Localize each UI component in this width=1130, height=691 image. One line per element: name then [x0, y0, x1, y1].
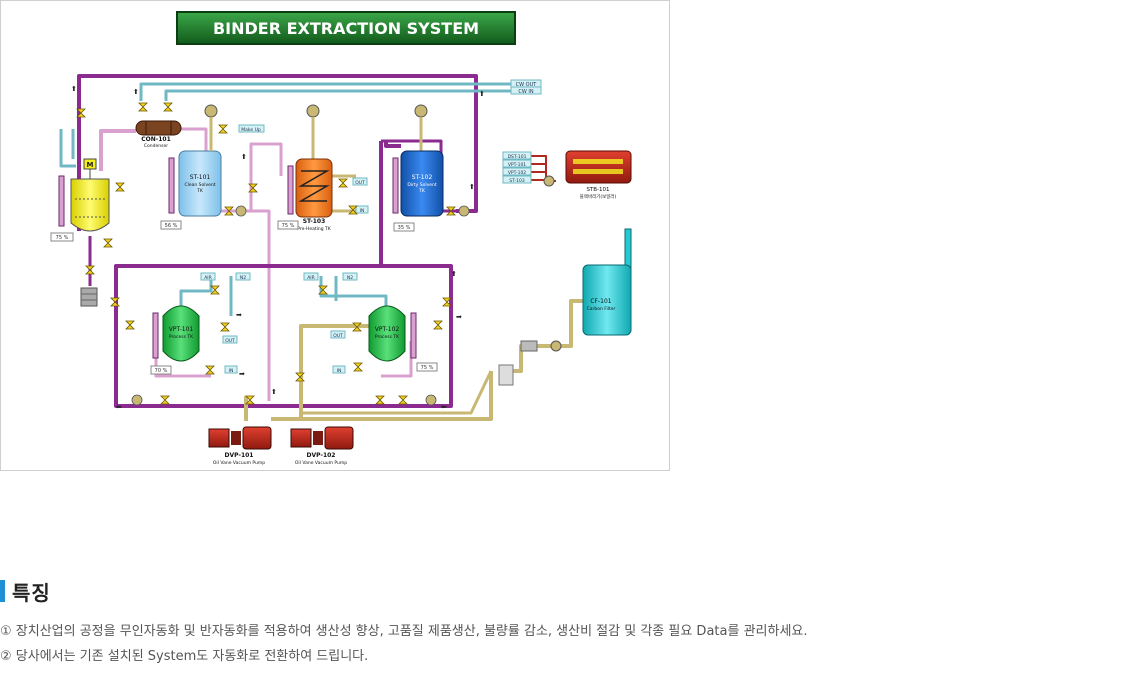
- svg-text:DVP-102: DVP-102: [307, 452, 336, 459]
- svg-text:OUT: OUT: [355, 180, 365, 186]
- svg-text:AIR: AIR: [204, 275, 212, 281]
- tank-vpt101: AIR N2 VPT-101 Process TK 70 % OUT IN: [150, 272, 251, 375]
- svg-text:Dirty Solvent: Dirty Solvent: [407, 182, 437, 188]
- svg-text:DST-101: DST-101: [508, 154, 527, 160]
- svg-text:⬅: ⬅: [116, 403, 122, 411]
- tank-st102: ST-102 Dirty Solvent TK 35 %: [392, 104, 444, 232]
- svg-text:⬅: ⬅: [441, 403, 447, 411]
- svg-text:CW IN: CW IN: [518, 89, 533, 95]
- svg-text:Clean Solvent: Clean Solvent: [184, 182, 215, 188]
- svg-text:CON-101: CON-101: [141, 136, 171, 143]
- svg-text:OUT: OUT: [225, 338, 235, 344]
- flow-arrows: ⬆ ⬆ ⬆ ⬆ ⬆ ⬆ ➡ ➡ ⬅ ⬆ ⬅ ➡: [71, 85, 485, 411]
- reactor-tank: M 75 %: [50, 158, 110, 307]
- svg-text:IN: IN: [337, 368, 342, 374]
- svg-text:ST-102: ST-102: [412, 174, 433, 181]
- svg-text:Oil Vane Vacuum Pump: Oil Vane Vacuum Pump: [295, 460, 347, 466]
- svg-text:Make Up: Make Up: [241, 127, 261, 133]
- boiler-stb101: DST-101 VPT-101 VPT-102 ST-103 STB-101 블…: [502, 150, 632, 200]
- tank-st103: ST-103 Pre-Heating TK 75 % OUT IN: [277, 104, 369, 232]
- svg-text:ST-103: ST-103: [303, 218, 326, 225]
- svg-text:Process TK: Process TK: [169, 334, 194, 340]
- svg-text:⬆: ⬆: [241, 153, 247, 161]
- svg-text:⬆: ⬆: [451, 270, 457, 278]
- svg-text:Process TK: Process TK: [375, 334, 400, 340]
- carbon-filter-cf101: CF-101 Carbon Filter: [498, 228, 632, 386]
- svg-text:➡: ➡: [239, 370, 245, 378]
- svg-text:N2: N2: [347, 275, 353, 281]
- svg-text:➡: ➡: [236, 311, 242, 319]
- svg-text:CF-101: CF-101: [590, 298, 611, 305]
- svg-text:IN: IN: [229, 368, 234, 374]
- svg-text:⬆: ⬆: [479, 90, 485, 98]
- svg-text:ST-101: ST-101: [190, 174, 211, 181]
- svg-text:Carbon Filter: Carbon Filter: [587, 306, 616, 312]
- svg-text:CW OUT: CW OUT: [516, 82, 538, 88]
- svg-text:➡: ➡: [456, 313, 462, 321]
- svg-text:75 %: 75 %: [421, 365, 434, 371]
- condenser-con101: CON-101 Condenser: [135, 120, 182, 149]
- svg-text:35 %: 35 %: [398, 225, 411, 231]
- feature-description-1: ① 장치산업의 공정을 무인자동화 및 반자동화를 적용하여 생산성 향상, 고…: [0, 624, 808, 639]
- diagram-canvas: BINDER EXTRACTION SYSTEM: [50, 11, 632, 466]
- svg-text:Oil Vane Vacuum Pump: Oil Vane Vacuum Pump: [213, 460, 265, 466]
- vacuum-pump-dvp102: DVP-102 Oil Vane Vacuum Pump: [290, 426, 354, 466]
- svg-text:75 %: 75 %: [56, 235, 69, 241]
- diagram-title: BINDER EXTRACTION SYSTEM: [213, 19, 479, 38]
- svg-text:VPT-102: VPT-102: [375, 326, 400, 333]
- valve-set: [76, 102, 456, 405]
- feature-description-2: ② 당사에서는 기존 설치된 System도 자동화로 전환하여 드립니다.: [0, 649, 369, 664]
- svg-text:ST-103: ST-103: [509, 178, 525, 184]
- svg-text:TK: TK: [418, 188, 426, 194]
- svg-text:DVP-101: DVP-101: [225, 452, 254, 459]
- svg-text:AIR: AIR: [307, 275, 315, 281]
- svg-text:⬆: ⬆: [71, 85, 77, 93]
- features-heading: 특징: [0, 578, 51, 605]
- diagram-title-banner: BINDER EXTRACTION SYSTEM: [176, 11, 516, 45]
- vacuum-pump-dvp101: DVP-101 Oil Vane Vacuum Pump: [208, 426, 272, 466]
- svg-text:⬆: ⬆: [271, 388, 277, 396]
- tank-vpt102: AIR N2 VPT-102 Process TK 75 % OUT IN: [303, 272, 438, 374]
- svg-text:VPT-101: VPT-101: [508, 162, 526, 168]
- svg-text:M: M: [87, 161, 94, 169]
- small-pumps: [131, 205, 470, 406]
- features-title: 특징: [12, 580, 51, 605]
- svg-text:⬆: ⬆: [469, 183, 475, 191]
- process-diagram: BINDER EXTRACTION SYSTEM: [0, 0, 670, 471]
- svg-text:75 %: 75 %: [282, 223, 295, 229]
- svg-text:56 %: 56 %: [165, 223, 178, 229]
- svg-text:블랙바리기(보일러): 블랙바리기(보일러): [580, 193, 617, 200]
- svg-text:⬆: ⬆: [133, 88, 139, 96]
- svg-text:N2: N2: [240, 275, 246, 281]
- svg-text:VPT-101: VPT-101: [169, 326, 194, 333]
- tank-st101: ST-101 Clean Solvent TK 56 % Make Up: [160, 104, 265, 230]
- heading-accent-bar: [0, 580, 5, 602]
- cooling-water-tags: CW OUT CW IN: [510, 79, 542, 95]
- svg-text:Condenser: Condenser: [144, 143, 168, 149]
- svg-text:STB-101: STB-101: [586, 187, 609, 193]
- svg-text:VPT-102: VPT-102: [508, 170, 526, 176]
- svg-text:TK: TK: [196, 188, 204, 194]
- svg-text:OUT: OUT: [333, 333, 343, 339]
- svg-text:IN: IN: [360, 208, 365, 214]
- svg-text:70 %: 70 %: [155, 368, 168, 374]
- svg-text:Pre-Heating TK: Pre-Heating TK: [297, 226, 332, 232]
